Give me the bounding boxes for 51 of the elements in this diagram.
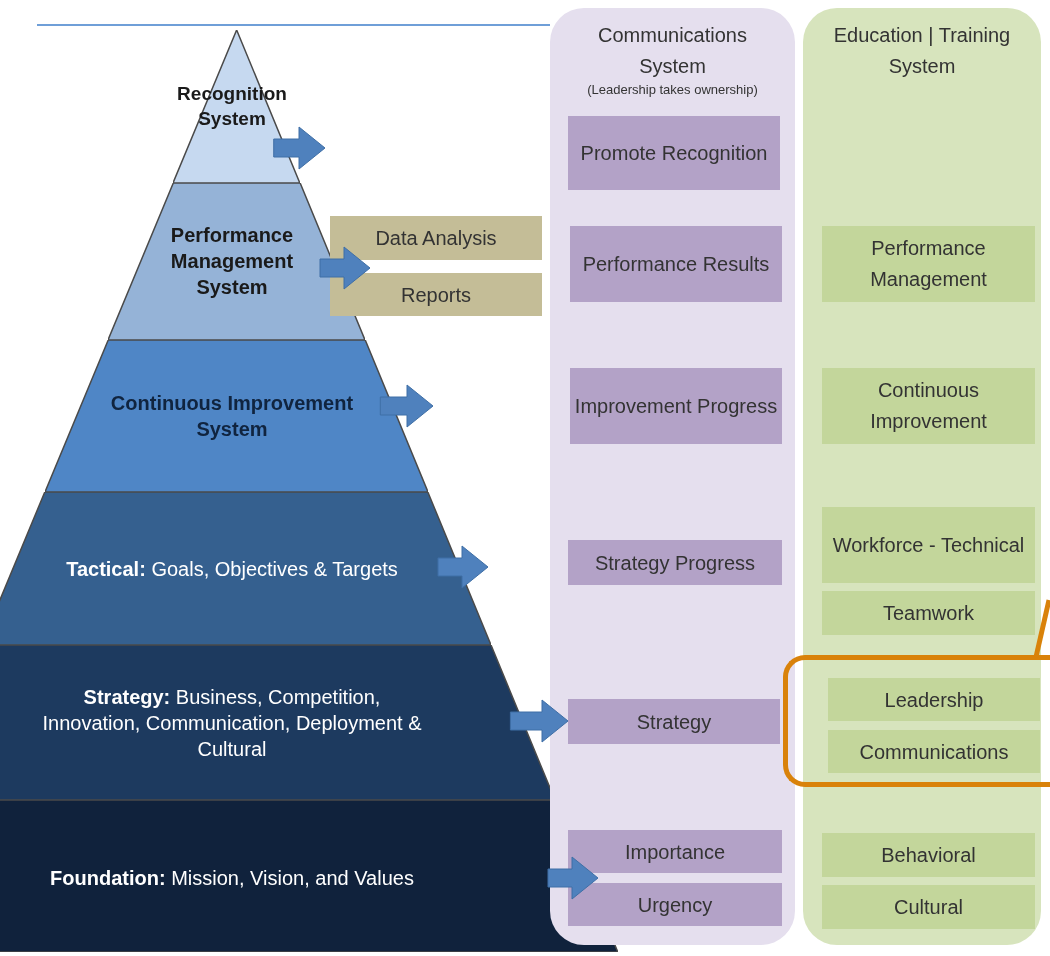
column-heading: Communications System bbox=[597, 23, 748, 79]
column-panel bbox=[803, 8, 1041, 945]
layer-label: Tactical: Goals, Objectives & Targets bbox=[65, 557, 399, 582]
box-label: Teamwork bbox=[881, 600, 976, 626]
topic-box bbox=[570, 226, 782, 302]
label-box bbox=[330, 216, 542, 260]
topic-box bbox=[822, 885, 1035, 929]
topic-box bbox=[568, 116, 780, 190]
topic-box bbox=[568, 699, 780, 744]
topic-box bbox=[822, 833, 1035, 877]
column-panel bbox=[550, 8, 795, 945]
block-arrow bbox=[379, 384, 434, 428]
block-arrow bbox=[547, 856, 599, 900]
topic-box bbox=[568, 883, 782, 926]
layer-label: Continuous Improvement System bbox=[109, 391, 355, 442]
box-label: Cultural bbox=[893, 894, 964, 920]
topic-box bbox=[570, 368, 782, 444]
box-label: Performance Results bbox=[581, 251, 771, 277]
box-label: Continuous Improvement bbox=[869, 378, 988, 434]
topic-box bbox=[822, 591, 1035, 635]
topic-box bbox=[568, 830, 782, 873]
box-label: Behavioral bbox=[880, 842, 977, 868]
block-arrow bbox=[509, 699, 569, 743]
layer-label: Foundation: Mission, Vision, and Values bbox=[49, 866, 415, 891]
layer-label: Performance Management System bbox=[169, 223, 295, 300]
box-label: Promote Recognition bbox=[579, 140, 769, 166]
layer-label: Strategy: Business, Competition, Innovation, Communication, Deployment & Cultural bbox=[41, 685, 423, 762]
column-heading: Education | Training System bbox=[832, 23, 1012, 79]
topic-box bbox=[822, 368, 1035, 444]
block-arrow bbox=[273, 126, 326, 170]
topic-box bbox=[568, 540, 782, 585]
label-box bbox=[330, 273, 542, 316]
box-label: Strategy Progress bbox=[593, 550, 757, 576]
topic-box bbox=[822, 507, 1035, 583]
block-arrow bbox=[437, 545, 489, 589]
box-label: Strategy bbox=[635, 709, 713, 735]
topic-box bbox=[828, 678, 1040, 721]
box-label: Workforce - Technical bbox=[831, 532, 1026, 558]
highlight-frame bbox=[783, 655, 1050, 787]
box-label: Leadership bbox=[883, 687, 985, 713]
box-label: Improvement Progress bbox=[574, 393, 778, 419]
box-label: Communications bbox=[858, 739, 1010, 764]
box-label: Data Analysis bbox=[374, 225, 498, 251]
column-subheading: (Leadership takes ownership) bbox=[586, 82, 759, 98]
topic-box bbox=[822, 226, 1035, 302]
box-label: Reports bbox=[400, 282, 472, 308]
box-label: Performance Management bbox=[869, 236, 988, 292]
box-label: Urgency bbox=[636, 892, 714, 918]
box-label: Importance bbox=[623, 839, 727, 865]
topic-box bbox=[828, 730, 1040, 773]
block-arrow bbox=[319, 246, 371, 290]
